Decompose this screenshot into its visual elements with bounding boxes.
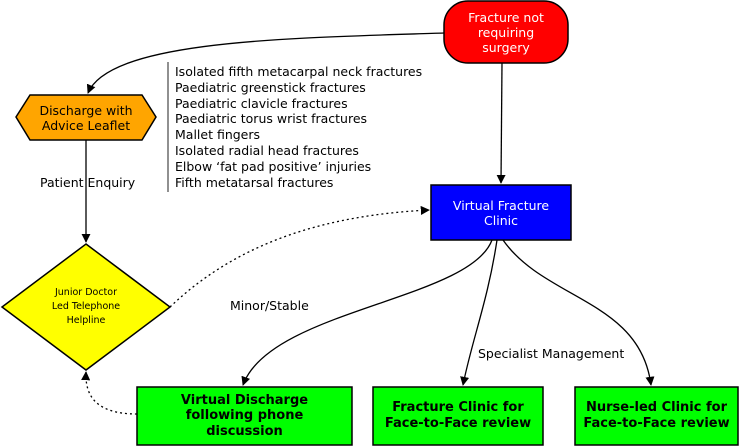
list-item: Mallet fingers: [175, 127, 261, 143]
discharge-leaflet-shape: [15, 94, 157, 141]
list-item: Isolated radial head fractures: [175, 142, 359, 158]
list-item: Paediatric clavicle fractures: [175, 95, 348, 111]
minor-stable-label: Minor/Stable: [230, 298, 309, 313]
list-item: Paediatric greenstick fractures: [175, 79, 366, 95]
fracture-not-surgery-label: Fracture not requiring surgery: [468, 9, 544, 55]
virtual-fracture-clinic-label: Virtual Fracture Clinic: [452, 197, 550, 228]
virtual-discharge-shape: [136, 386, 353, 446]
nurse-clinic-shape: [574, 386, 739, 446]
virtual-fracture-clinic-shape: [430, 184, 572, 241]
nurse-clinic-label: Nurse-led Clinic for Face-to-Face review: [583, 400, 730, 431]
fracture-clinic-shape: [372, 386, 544, 446]
telephone-helpline-label: Junior Doctor Led Telephone Helpline: [51, 287, 121, 326]
edge-fracture-to-discharge: [86, 32, 445, 94]
edge-vfc-to-virtual-discharge: [241, 239, 493, 386]
list-item: Elbow ‘fat pad positive’ injuries: [175, 158, 372, 174]
list-item: Isolated fifth metacarpal neck fractures: [175, 64, 423, 79]
edge-virtual-discharge-to-helpline: [81, 371, 138, 415]
fracture-not-surgery-shape: [443, 0, 569, 64]
telephone-helpline-shape: [0, 243, 172, 371]
edge-helpline-to-vfc: [169, 205, 430, 308]
discharge-leaflet-label: Discharge with Advice Leaflet: [39, 102, 133, 133]
edge-vfc-to-fracture-clinic: [460, 239, 498, 386]
specialist-management-label: Specialist Management: [478, 346, 625, 361]
edge-vfc-to-nurse-clinic: [502, 239, 655, 386]
list-item: Paediatric torus wrist fractures: [175, 111, 368, 127]
patient-enquiry-label: Patient Enquiry: [40, 175, 136, 190]
virtual-discharge-label: Virtual Discharge following phone discus…: [180, 392, 309, 439]
injury-list: Isolated fifth metacarpal neck fractures…: [175, 64, 465, 190]
list-item: Fifth metatarsal fractures: [175, 174, 334, 190]
fracture-clinic-label: Fracture Clinic for Face-to-Face review: [384, 400, 532, 431]
edge-fracture-to-vfc: [496, 62, 506, 184]
